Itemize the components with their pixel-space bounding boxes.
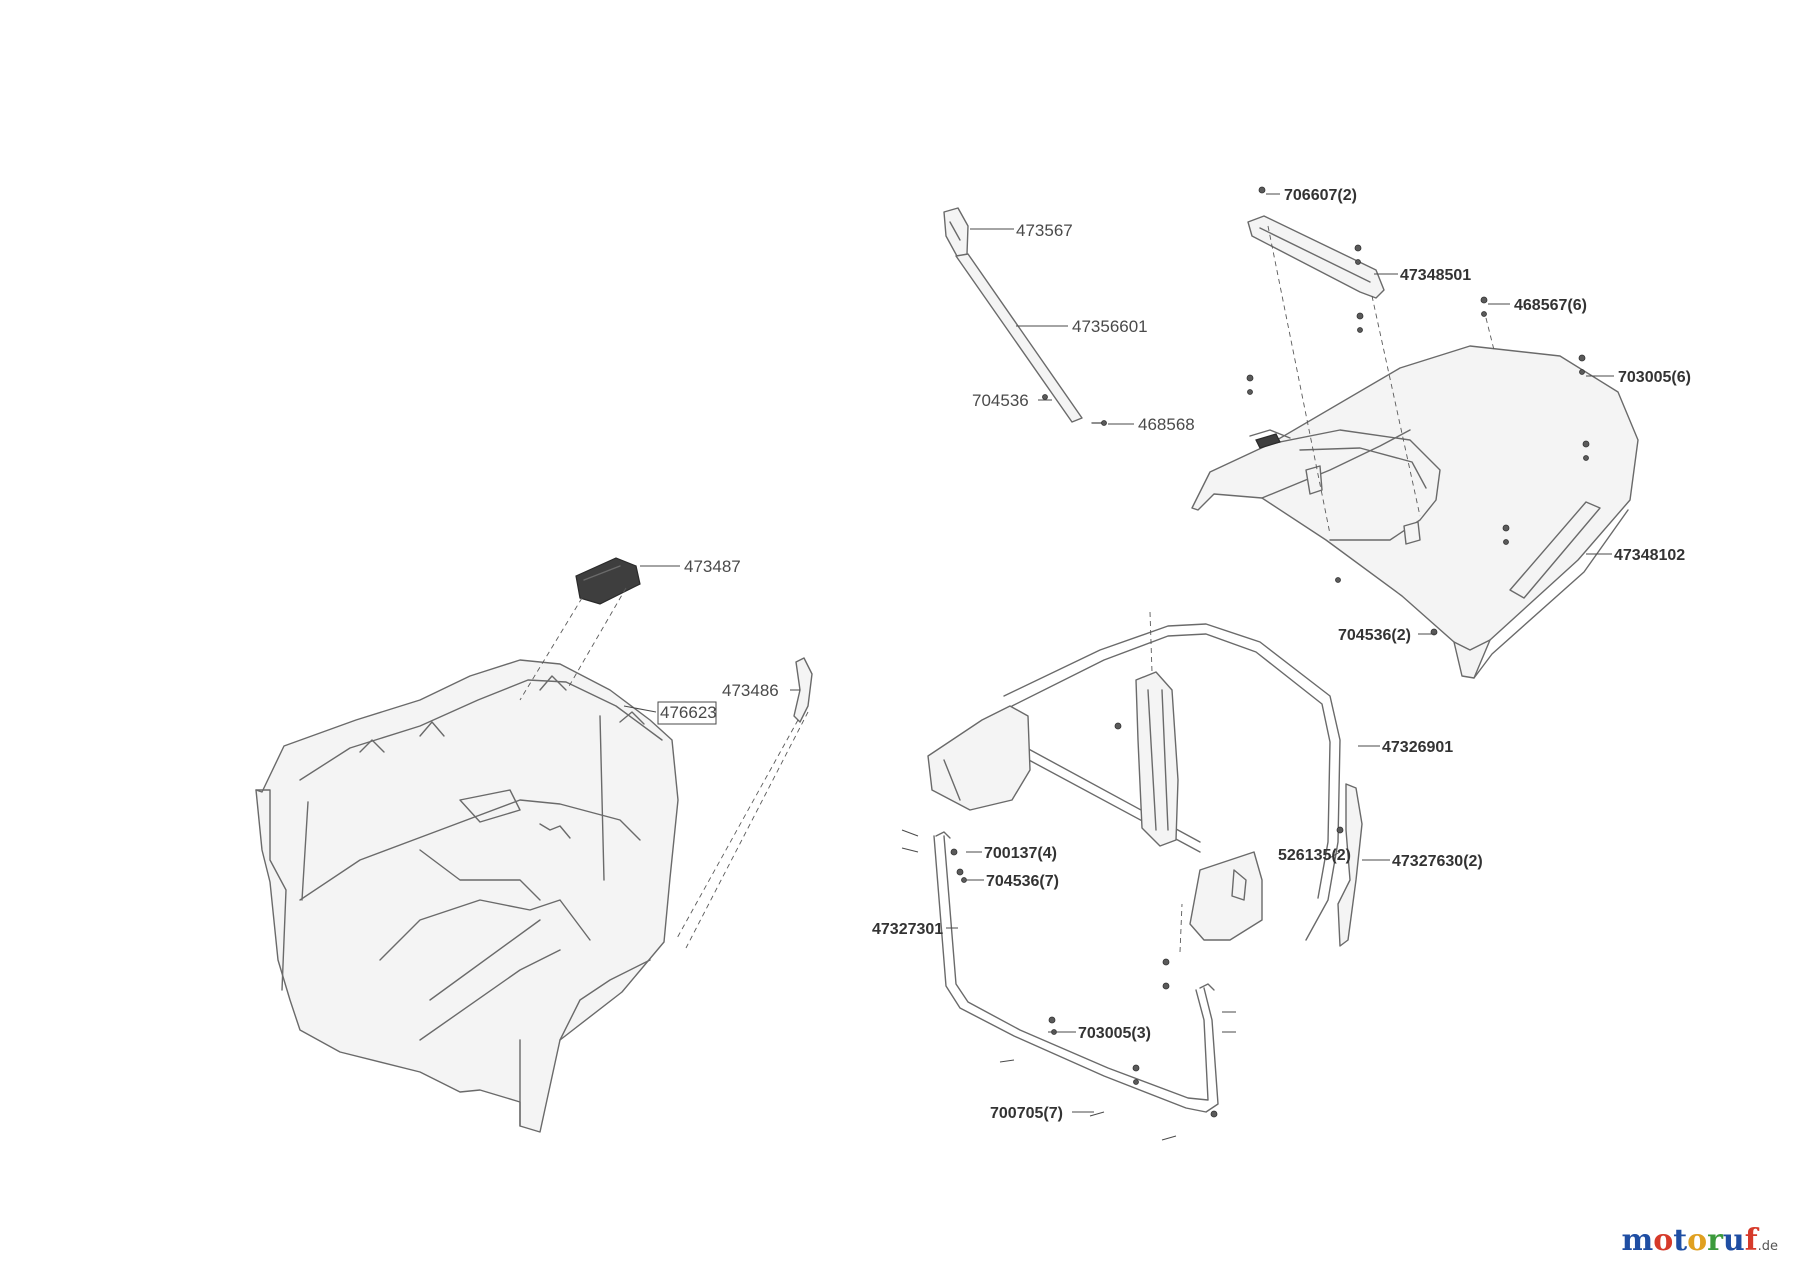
part-labels: 473567 47356601 704536 468568 706607(2) … bbox=[657, 187, 1691, 1122]
logo-letter-t: t bbox=[1673, 1223, 1688, 1258]
label-468568: 468568 bbox=[1138, 415, 1195, 434]
logo-letter-r: r bbox=[1707, 1223, 1723, 1258]
label-700705: 700705(7) bbox=[990, 1105, 1063, 1122]
label-703005-6: 703005(6) bbox=[1618, 369, 1691, 386]
motoruf-logo: motoruf.de bbox=[1621, 1223, 1778, 1258]
lid-clip-part bbox=[1247, 215, 1385, 299]
label-700137: 700137(4) bbox=[984, 845, 1057, 862]
lower-frame-part bbox=[933, 831, 1219, 1113]
logo-letter-o2: o bbox=[1687, 1223, 1708, 1258]
bag-clip-part bbox=[519, 557, 641, 701]
label-47327630: 47327630(2) bbox=[1392, 853, 1483, 870]
fasteners bbox=[901, 186, 1590, 1141]
label-47348501: 47348501 bbox=[1400, 267, 1471, 284]
label-473567: 473567 bbox=[1016, 221, 1073, 240]
bag-frame-part bbox=[927, 611, 1363, 947]
label-476623: 476623 bbox=[660, 703, 717, 722]
logo-letter-m: m bbox=[1621, 1223, 1654, 1258]
logo-tld: .de bbox=[1757, 1239, 1778, 1254]
label-468567: 468567(6) bbox=[1514, 297, 1587, 314]
grass-bag-lid-part bbox=[1191, 345, 1639, 679]
label-47348102: 47348102 bbox=[1614, 547, 1685, 564]
label-526135: 526135(2) bbox=[1278, 847, 1351, 864]
grass-bag-body-part bbox=[255, 659, 679, 1133]
logo-letter-u: u bbox=[1722, 1223, 1745, 1258]
label-473487: 473487 bbox=[684, 557, 741, 576]
logo-letter-o: o bbox=[1653, 1223, 1674, 1258]
label-704536: 704536 bbox=[972, 391, 1029, 410]
label-704536-2: 704536(2) bbox=[1338, 627, 1411, 644]
carry-handle-part bbox=[943, 207, 1107, 426]
label-leaders bbox=[623, 193, 1614, 1113]
label-476623-box bbox=[657, 701, 717, 725]
label-704536-7: 704536(7) bbox=[986, 873, 1059, 890]
label-47356601: 47356601 bbox=[1072, 317, 1148, 336]
label-47326901: 47326901 bbox=[1382, 739, 1453, 756]
label-47327301: 47327301 bbox=[872, 921, 943, 938]
label-473486: 473486 bbox=[722, 681, 779, 700]
label-703005-3: 703005(3) bbox=[1078, 1025, 1151, 1042]
logo-letter-f: f bbox=[1744, 1223, 1758, 1258]
label-706607: 706607(2) bbox=[1284, 187, 1357, 204]
bag-handle-piece-part bbox=[675, 657, 813, 949]
